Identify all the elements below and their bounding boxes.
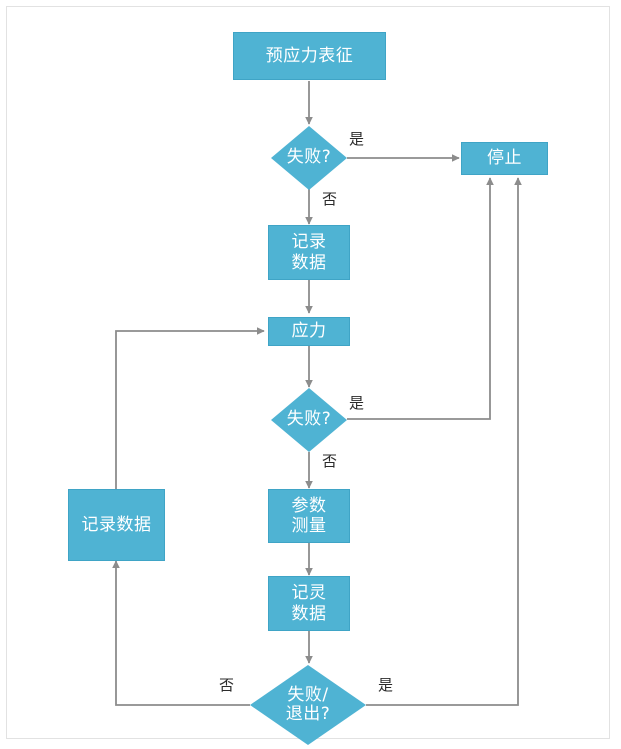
node-record-data-left[interactable]: 记录数据 bbox=[68, 489, 165, 561]
edge-failexit-to-stop bbox=[366, 177, 522, 706]
edge-label-fail1-yes: 是 bbox=[349, 130, 365, 148]
node-prestress[interactable]: 预应力表征 bbox=[233, 32, 386, 80]
node-stop[interactable]: 停止 bbox=[461, 142, 548, 175]
edge-recordleft-to-stress bbox=[115, 327, 265, 489]
node-label: 失败? bbox=[286, 147, 332, 168]
edge-label-fail2-no: 否 bbox=[322, 452, 338, 470]
node-parameter-measurement[interactable]: 参数 测量 bbox=[268, 489, 350, 543]
edge-label-fail2-yes: 是 bbox=[349, 394, 365, 412]
edge-label-fail1-no: 否 bbox=[322, 190, 338, 208]
node-label: 失败/ 退出? bbox=[285, 684, 331, 724]
node-label: 失败? bbox=[286, 409, 332, 430]
edge-label-failexit-yes: 是 bbox=[378, 676, 394, 694]
edge-fail2-to-stop bbox=[347, 177, 494, 420]
edge-failexit-to-recordleft bbox=[112, 560, 250, 706]
node-record-data-2[interactable]: 记灵 数据 bbox=[268, 576, 350, 631]
node-record-data-1[interactable]: 记录 数据 bbox=[268, 225, 350, 280]
node-stress[interactable]: 应力 bbox=[268, 317, 350, 346]
node-fail-decision-1[interactable]: 失败? bbox=[271, 126, 347, 190]
node-fail-or-exit-decision[interactable]: 失败/ 退出? bbox=[250, 665, 366, 745]
node-fail-decision-2[interactable]: 失败? bbox=[271, 388, 347, 452]
edge-label-failexit-no: 否 bbox=[219, 676, 235, 694]
